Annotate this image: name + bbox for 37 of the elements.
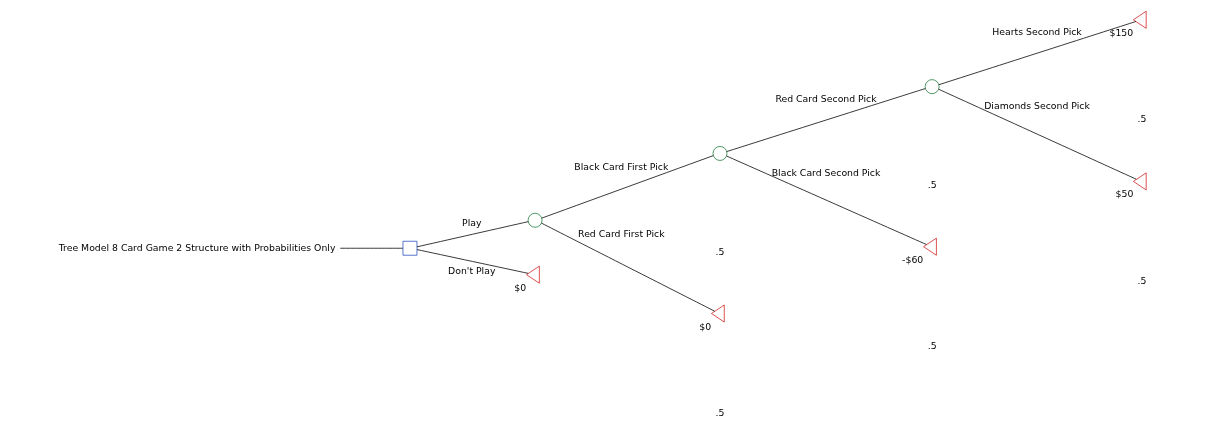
node-triangle — [1132, 172, 1147, 191]
edge-label: Hearts Second Pick — [992, 26, 1082, 38]
connector — [726, 88, 926, 152]
node-label: $0 — [514, 281, 527, 293]
edge-label: Red Card First Pick — [578, 228, 665, 240]
connector — [726, 155, 927, 245]
label: .5 — [715, 407, 725, 419]
node-triangle — [711, 304, 725, 323]
label: .5 — [1137, 275, 1147, 287]
edge-label: Red Card Second Pick — [775, 92, 877, 104]
connector — [938, 21, 1137, 86]
edge-label: Diamonds Second Pick — [984, 99, 1090, 111]
node-triangle — [1132, 10, 1147, 29]
node-text: Tree Model 8 Card Game 2 Structure with Probabilities Only — [58, 241, 336, 253]
label: .5 — [927, 340, 937, 352]
node-circle — [712, 146, 728, 161]
node-circle — [527, 212, 543, 228]
node-triangle — [923, 237, 937, 256]
node-label: -$60 — [902, 253, 924, 265]
node-box — [402, 240, 418, 256]
edge-label: Don't Play — [448, 265, 496, 277]
label: .5 — [715, 245, 725, 257]
label: .5 — [927, 178, 937, 190]
connector — [938, 88, 1137, 180]
connector — [541, 222, 715, 312]
connector — [416, 249, 529, 274]
node-label: $0 — [699, 320, 712, 332]
node-triangle — [526, 265, 540, 284]
connector — [416, 221, 529, 248]
node-label: $50 — [1115, 188, 1134, 200]
edge-label: Black Card First Pick — [574, 161, 669, 173]
edge-label: Black Card Second Pick — [771, 166, 881, 178]
node-label: $150 — [1109, 26, 1134, 38]
node-circle — [924, 79, 940, 94]
connector — [541, 155, 714, 219]
label: .5 — [1137, 113, 1147, 125]
edge-label: Play — [462, 217, 482, 229]
